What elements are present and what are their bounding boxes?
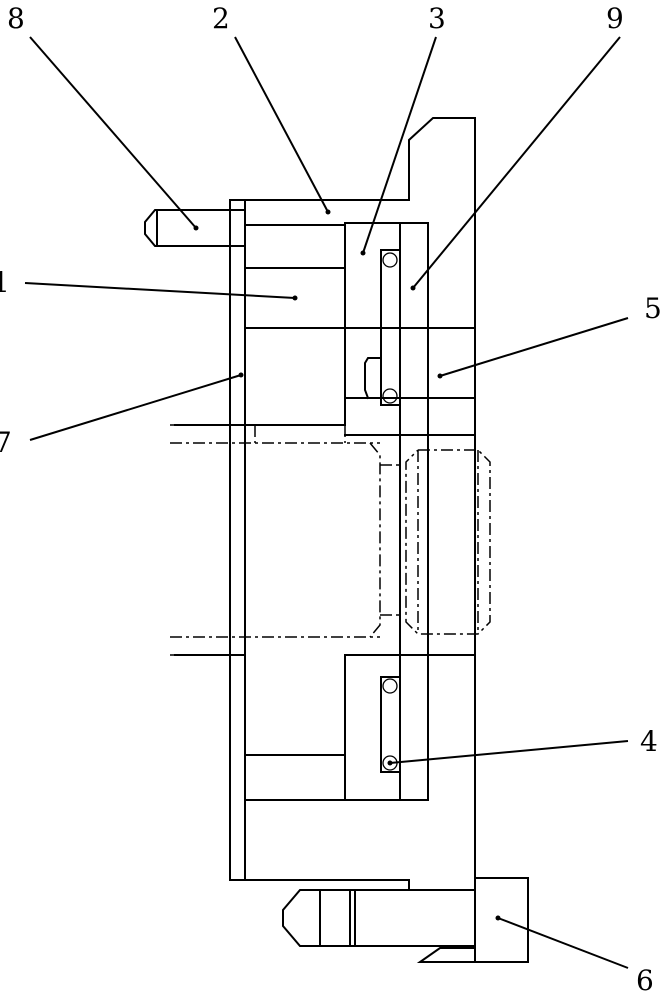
center-shaft <box>170 424 400 656</box>
bolt-6 <box>282 877 529 963</box>
label-5: 5 <box>644 292 662 325</box>
key-5 <box>364 357 382 400</box>
label-4: 4 <box>640 725 658 758</box>
seal-lower <box>380 676 401 773</box>
label-2: 2 <box>212 2 230 35</box>
seal-upper <box>380 249 401 406</box>
label-3: 3 <box>428 2 446 35</box>
pin-8 <box>144 209 246 247</box>
label-7: 7 <box>0 426 12 459</box>
label-6: 6 <box>636 964 654 997</box>
inner-block-upper <box>244 224 346 426</box>
leader-lines <box>24 36 629 969</box>
housing-plate <box>229 117 476 891</box>
label-9: 9 <box>606 2 624 35</box>
nut-right <box>405 449 491 635</box>
label-8: 8 <box>7 2 25 35</box>
label-1: 1 <box>0 266 10 299</box>
middle-column <box>244 222 476 801</box>
